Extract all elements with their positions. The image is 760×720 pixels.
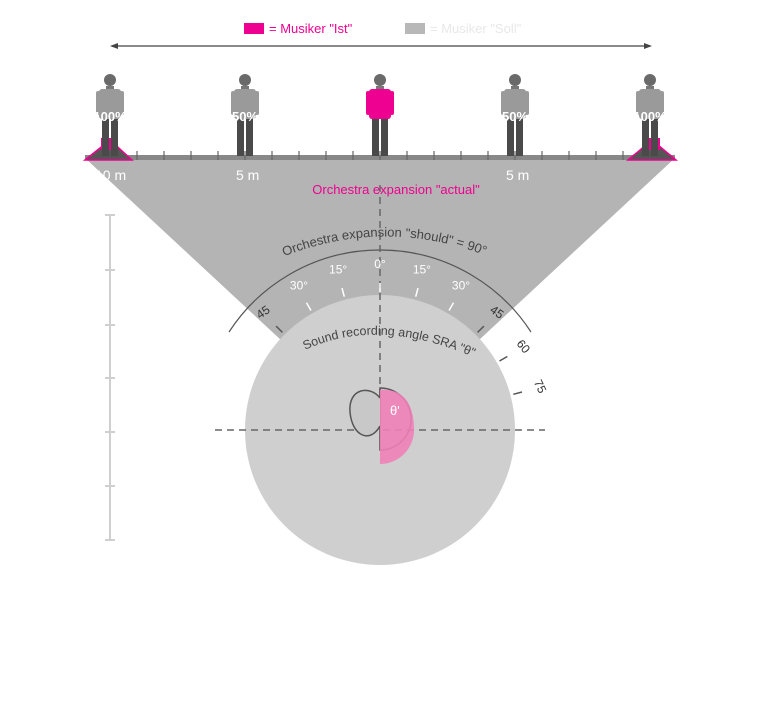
distance-label-left-edge: 10 m	[95, 167, 126, 183]
legend-should-label: = Musiker "Soll"	[430, 21, 522, 36]
musician-figure	[366, 74, 394, 156]
angle-tick	[513, 391, 523, 396]
angle-label: 30°	[290, 279, 308, 293]
angle-tick	[477, 325, 485, 333]
angle-label: 30°	[452, 279, 470, 293]
distance-label-right-mid: 5 m	[506, 167, 529, 183]
angle-label: 0°	[374, 257, 386, 271]
distance-label-left-mid: 5 m	[236, 167, 259, 183]
angle-label: 15°	[329, 263, 347, 277]
musician-percent-label: 50%	[502, 109, 528, 124]
musician-figure: 100%	[93, 74, 127, 156]
legend-actual-swatch	[244, 23, 264, 34]
musician-figure: 100%	[633, 74, 667, 156]
width-arrow	[110, 43, 652, 49]
legend-actual-label: = Musiker "Ist"	[269, 21, 353, 36]
musician-percent-label: 100%	[93, 109, 127, 124]
angle-label: 60	[514, 337, 534, 356]
musician-figure: 50%	[501, 74, 529, 156]
musicians: 100% 50% 50% 100%	[93, 74, 667, 156]
angle-label: 15°	[413, 263, 431, 277]
legend-should-swatch	[405, 23, 425, 34]
angle-tick	[448, 302, 455, 311]
angle-tick	[341, 287, 346, 297]
stage-ticks	[109, 151, 651, 160]
microphone-pattern	[349, 387, 414, 464]
microphone-lobe-highlight	[380, 389, 414, 464]
angle-label: 75	[531, 377, 549, 395]
theta-prime-label: θ'	[390, 403, 400, 418]
legend: = Musiker "Ist" = Musiker "Soll"	[244, 21, 522, 36]
angle-tick	[305, 302, 312, 311]
angle-tick	[275, 325, 283, 333]
orchestra-actual-label: Orchestra expansion "actual"	[312, 182, 480, 197]
musician-percent-label: 50%	[232, 109, 258, 124]
musician-percent-label: 100%	[633, 109, 667, 124]
angle-tick	[499, 355, 508, 362]
musician-figure: 50%	[231, 74, 259, 156]
vertical-scale-ticks	[105, 214, 115, 541]
angle-tick	[414, 287, 419, 297]
